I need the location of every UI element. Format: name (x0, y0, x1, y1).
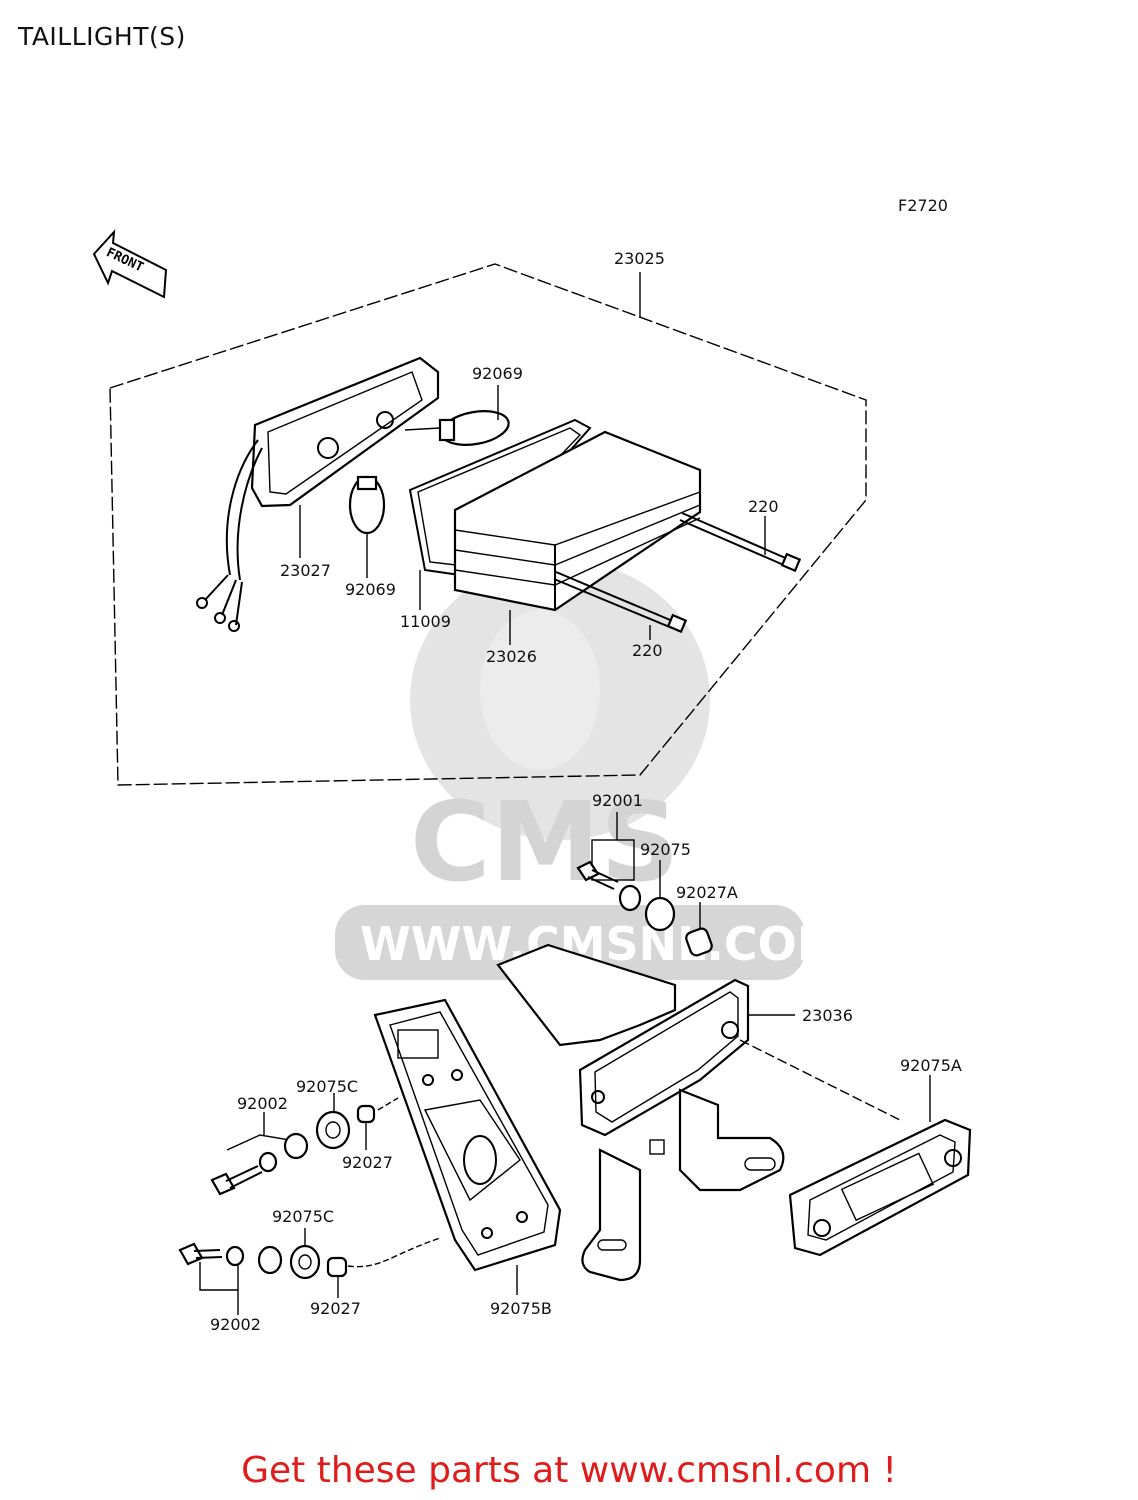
figure-code: F2720 (898, 196, 948, 215)
label-gasket: 11009 (400, 612, 451, 631)
washer-left-lower-flat (257, 1245, 283, 1275)
label-bulb-upper: 92069 (472, 364, 523, 383)
collar-left-upper (356, 1104, 376, 1124)
label-bracket: 23036 (802, 1006, 853, 1025)
label-damper-left-upper: 92075C (296, 1077, 358, 1096)
bracket (496, 943, 785, 1282)
pad-right (788, 1118, 972, 1257)
bulb-upper (438, 410, 510, 446)
page-title: TAILLIGHT(S) (18, 22, 186, 51)
screw-upper (679, 512, 802, 573)
washer-left-lower (225, 1245, 245, 1267)
label-screw-lower: 220 (632, 641, 663, 660)
screw-lower (553, 571, 688, 634)
bolt-left-lower (178, 1242, 223, 1266)
watermark: CMS WWW.CMSNL.COM (335, 560, 843, 980)
front-arrow-icon: FRONT (92, 229, 168, 299)
label-collar-top: 92027A (676, 883, 738, 902)
label-lens: 23026 (486, 647, 537, 666)
label-taillight-assy: 23025 (614, 249, 665, 268)
washer-left-upper (258, 1151, 278, 1173)
taillight-assy-outline (109, 263, 867, 786)
lens (453, 430, 702, 612)
label-bolt-top: 92001 (592, 791, 643, 810)
damper-top (618, 884, 642, 912)
collar-left-lower (326, 1256, 348, 1278)
damper-left-upper (315, 1110, 351, 1150)
label-bulb-lower: 92069 (345, 580, 396, 599)
label-bolt-left-lower: 92002 (210, 1315, 261, 1334)
bolt-left-upper (210, 1165, 263, 1196)
bulb-lower (348, 475, 386, 535)
label-socket: 23027 (280, 561, 331, 580)
label-collar-left-lower: 92027 (310, 1299, 361, 1318)
plate-left (373, 998, 562, 1272)
label-plate-left: 92075B (490, 1299, 552, 1318)
label-bolt-left-upper: 92002 (237, 1094, 288, 1113)
damper-top-rubber (644, 896, 676, 932)
label-damper-left-lower: 92075C (272, 1207, 334, 1226)
bolt-top (576, 860, 619, 890)
collar-top (685, 927, 713, 957)
damper-left-lower (289, 1244, 321, 1280)
part-labels: F2720 23025 92069 220 23027 92069 11009 … (210, 196, 962, 1334)
footer-link[interactable]: Get these parts at www.cmsnl.com ! (241, 1450, 897, 1491)
socket-housing (196, 356, 440, 632)
label-damper-top: 92075 (640, 840, 691, 859)
washer-left-upper-flat (283, 1132, 309, 1160)
label-collar-left-upper: 92027 (342, 1153, 393, 1172)
label-pad-right: 92075A (900, 1056, 962, 1075)
label-screw-upper: 220 (748, 497, 779, 516)
